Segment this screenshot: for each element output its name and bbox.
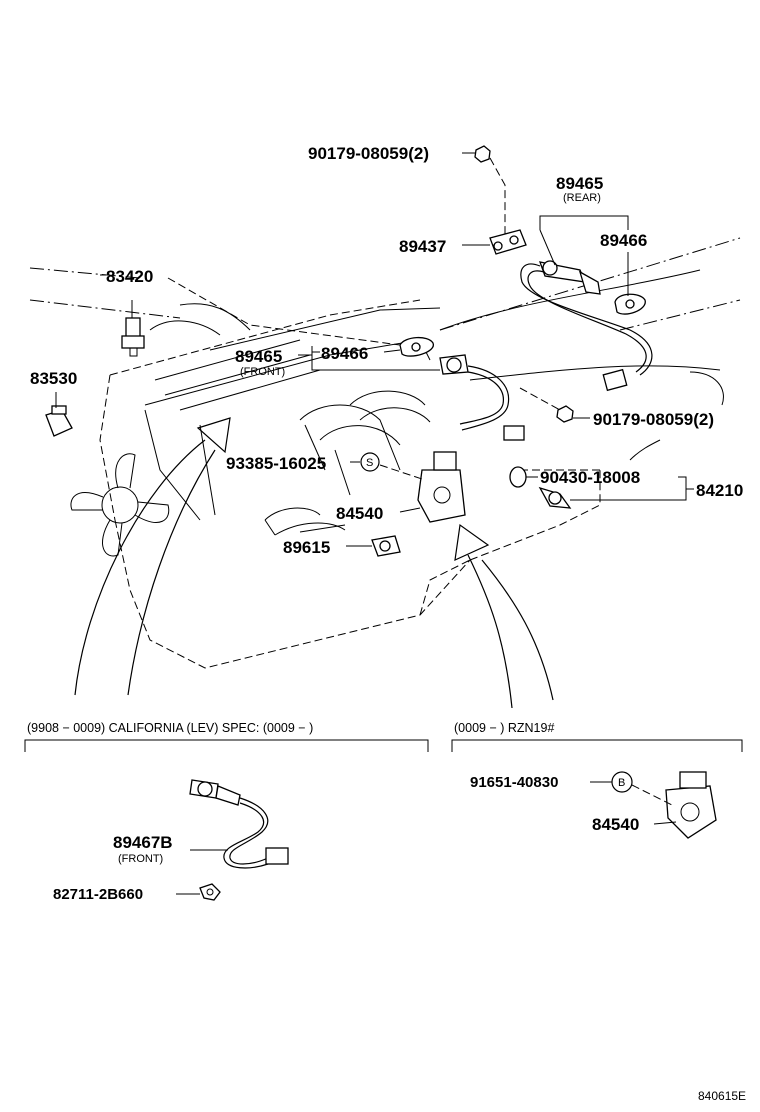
- label-90179-top: 90179-08059(2): [308, 144, 429, 163]
- label-rear-note: (REAR): [563, 192, 601, 204]
- clamp-82711-icon: [199, 883, 221, 901]
- bracket-89437-icon: [489, 229, 527, 255]
- label-front-note-2: (FRONT): [118, 853, 163, 865]
- oxygen-sensor-89467b-icon: [189, 779, 289, 869]
- switch-84210-icon: [538, 486, 572, 509]
- label-90430: 90430-18008: [540, 468, 640, 487]
- label-89466-front: 89466: [321, 344, 368, 363]
- nut-90179-top-icon: [474, 145, 506, 240]
- b-mark-circle: B: [611, 771, 633, 793]
- condition-left-text: (9908 − 0009) CALIFORNIA (LEV) SPEC: (00…: [27, 721, 313, 735]
- leader-b-mark: [631, 784, 673, 806]
- label-89465-front: 89465: [235, 347, 282, 366]
- label-90179-mid: 90179-08059(2): [593, 410, 714, 429]
- gasket-89466-front-icon: [399, 336, 434, 357]
- condition-section-left: (9908 − 0009) CALIFORNIA (LEV) SPEC: (00…: [24, 721, 429, 752]
- label-82711: 82711-2B660: [53, 886, 143, 903]
- location-arrow-right: [454, 523, 554, 709]
- switch-84540-main-icon: [417, 451, 466, 523]
- leader-lines: [55, 152, 694, 547]
- label-89465-rear: 89465: [556, 174, 603, 193]
- oxygen-sensor-front-icon: [439, 354, 525, 441]
- label-89437: 89437: [399, 237, 446, 256]
- label-93385: 93385-16025: [226, 454, 326, 473]
- s-mark-circle: S: [360, 452, 380, 472]
- label-83420: 83420: [106, 267, 153, 286]
- label-91651: 91651-40830: [470, 774, 558, 791]
- oxygen-sensor-rear-icon: [520, 260, 653, 392]
- label-84540-alt: 84540: [592, 815, 639, 834]
- sender-83420-icon: [121, 317, 145, 357]
- label-front-note: (FRONT): [240, 366, 285, 378]
- switch-84540-alt-icon: [665, 771, 717, 839]
- b-mark-label: B: [618, 777, 625, 789]
- condition-right-text: (0009 − ) RZN19#: [454, 721, 554, 735]
- label-89615: 89615: [283, 538, 330, 557]
- nut-90179-mid-icon: [556, 405, 574, 423]
- gasket-89466-rear-icon: [614, 293, 646, 315]
- location-arrow-left: [74, 417, 231, 696]
- label-89467b: 89467B: [113, 833, 173, 852]
- fan-icon: [70, 453, 170, 557]
- label-89466-rear: 89466: [600, 231, 647, 250]
- label-84540-main: 84540: [336, 504, 383, 523]
- leader-84540-alt: [653, 821, 677, 825]
- condition-section-right: (0009 − ) RZN19#: [451, 721, 743, 752]
- switch-83530-icon: [45, 405, 73, 437]
- gasket-ring-90430-icon: [509, 466, 527, 488]
- sensor-89615-icon: [371, 535, 401, 557]
- s-mark-label: S: [366, 457, 373, 469]
- label-84210: 84210: [696, 481, 743, 500]
- diagram-code: 840615E: [698, 1089, 746, 1103]
- label-83530: 83530: [30, 369, 77, 388]
